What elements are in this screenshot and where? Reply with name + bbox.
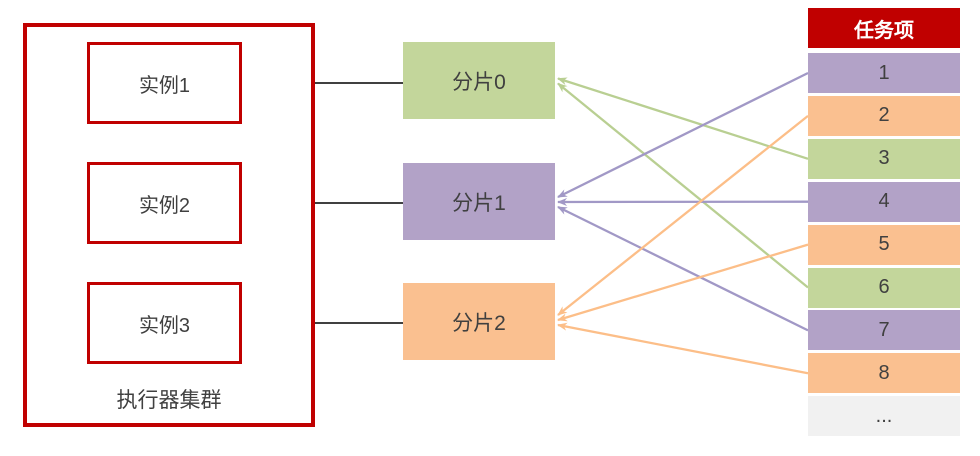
instance-2-box: 实例2 xyxy=(87,162,242,244)
instance-1-box: 实例1 xyxy=(87,42,242,124)
task-row-1: 1 xyxy=(808,53,960,93)
task-row-ellipsis: ... xyxy=(808,396,960,437)
task-row-8: 8 xyxy=(808,353,960,394)
task-row-7: 7 xyxy=(808,310,960,351)
task-row-5: 5 xyxy=(808,224,960,265)
task-row-3: 3 xyxy=(808,138,960,179)
instance-3-label: 实例3 xyxy=(138,314,191,337)
shard-1-label: 分片1 xyxy=(452,191,506,215)
task-row-4: 4 xyxy=(808,181,960,222)
instance-1-label: 实例1 xyxy=(138,74,191,97)
task-row-2: 2 xyxy=(808,95,960,136)
shard-0-label: 分片0 xyxy=(452,70,506,94)
instance-3-box: 实例3 xyxy=(87,282,242,364)
executor-cluster-label: 执行器集群 xyxy=(116,389,222,412)
instance-2-label: 实例2 xyxy=(138,194,191,217)
shard-1-box: 分片1 xyxy=(403,163,555,240)
shard-2-box: 分片2 xyxy=(403,283,555,360)
task-table-header: 任务项 xyxy=(808,8,960,48)
shard-0-box: 分片0 xyxy=(403,42,555,119)
shard-2-label: 分片2 xyxy=(452,311,506,335)
task-row-6: 6 xyxy=(808,267,960,308)
